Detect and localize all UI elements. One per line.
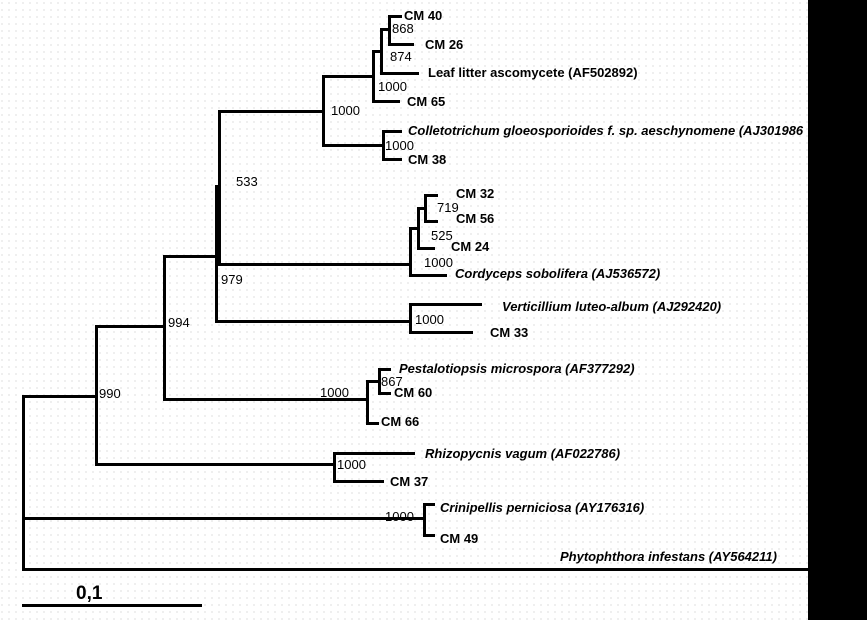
taxon-label-cm26: CM 26 xyxy=(425,37,464,52)
branch-stem-1000g xyxy=(95,463,336,466)
branch-tip-verticillium xyxy=(409,303,482,306)
branch-stem-525 xyxy=(409,227,420,230)
taxon-label-cm66: CM 66 xyxy=(381,414,420,429)
branch-tip-cm38 xyxy=(382,158,402,161)
branch-tip-crinipellis xyxy=(423,503,435,506)
branch-stem-868 xyxy=(380,28,391,31)
branch-stem-994 xyxy=(95,325,166,328)
bootstrap-value-874: 874 xyxy=(390,49,412,64)
branch-tip-cm26 xyxy=(388,43,414,46)
bootstrap-value-1000e: 1000 xyxy=(415,312,444,327)
bootstrap-value-1000h: 1000 xyxy=(385,509,414,524)
scale-bar-line xyxy=(22,604,202,607)
branch-node-1000g xyxy=(333,452,336,480)
bootstrap-value-1000f: 1000 xyxy=(320,385,349,400)
right-occlusion-bar xyxy=(808,0,867,620)
bootstrap-value-1000d: 1000 xyxy=(424,255,453,270)
branch-tip-cm33 xyxy=(409,331,473,334)
taxon-label-cm49: CM 49 xyxy=(440,531,479,546)
branch-stem-990 xyxy=(22,395,98,398)
branch-tip-cm56 xyxy=(424,220,438,223)
taxon-label-cm33: CM 33 xyxy=(490,325,529,340)
branch-node-1000d xyxy=(409,227,412,274)
bootstrap-value-868: 868 xyxy=(392,21,414,36)
branch-node-1000c xyxy=(322,75,325,144)
bootstrap-value-979: 979 xyxy=(221,272,243,287)
taxon-label-cm56: CM 56 xyxy=(456,211,495,226)
bootstrap-value-719: 719 xyxy=(437,200,459,215)
branch-root-spine xyxy=(22,395,25,571)
bootstrap-value-1000g: 1000 xyxy=(337,457,366,472)
bootstrap-value-867: 867 xyxy=(381,374,403,389)
branch-stem-867 xyxy=(366,380,381,383)
taxon-label-cm65: CM 65 xyxy=(407,94,446,109)
bootstrap-value-525: 525 xyxy=(431,228,453,243)
branch-stem-1000e xyxy=(215,320,412,323)
branch-tip-leaf-litter xyxy=(380,72,419,75)
branch-tip-rhizopycnis xyxy=(333,452,415,455)
taxon-label-crinipellis-perniciosa: Crinipellis perniciosa (AY176316) xyxy=(440,500,645,515)
taxon-label-cm32: CM 32 xyxy=(456,186,495,201)
branch-stem-1000b xyxy=(322,144,384,147)
taxon-label-cm38: CM 38 xyxy=(408,152,447,167)
taxon-label-cm40: CM 40 xyxy=(404,8,443,23)
branch-stem-719 xyxy=(417,207,427,210)
branch-tip-pestalotiopsis xyxy=(378,368,391,371)
taxon-label-cm37: CM 37 xyxy=(390,474,429,489)
branch-tip-cm40 xyxy=(388,15,402,18)
taxon-label-rhizopycnis-vagum: Rhizopycnis vagum (AF022786) xyxy=(425,446,621,461)
branch-node-979 xyxy=(215,185,218,322)
branch-stem-1000f xyxy=(163,398,369,401)
branch-node-1000f xyxy=(366,380,369,422)
branch-stem-874 xyxy=(372,50,383,53)
branch-stem-1000d xyxy=(218,263,411,266)
branch-tip-cm24 xyxy=(417,247,435,250)
taxon-label-cm60: CM 60 xyxy=(394,385,433,400)
bootstrap-value-994: 994 xyxy=(168,315,190,330)
branch-node-1000e xyxy=(409,303,412,331)
taxon-label-cordyceps-sobolifera: Cordyceps sobolifera (AJ536572) xyxy=(455,266,661,281)
branch-stem-1000c xyxy=(218,110,324,113)
branch-node-994 xyxy=(163,255,166,401)
branch-stem-979 xyxy=(163,255,218,258)
branch-stem-533 xyxy=(215,185,221,188)
branch-stem-1000h xyxy=(22,517,426,520)
taxon-label-phytophthora-infestans: Phytophthora infestans (AY564211) xyxy=(560,549,777,564)
branch-tip-cm49 xyxy=(423,534,435,537)
taxon-label-colletotrichum-gloeosporioides: Colletotrichum gloeosporioides f. sp. ae… xyxy=(408,123,804,138)
bootstrap-value-1000c: 1000 xyxy=(331,103,360,118)
branch-tip-phytophthora xyxy=(22,568,808,571)
branch-tip-cm37 xyxy=(333,480,384,483)
bootstrap-value-1000a: 1000 xyxy=(378,79,407,94)
bootstrap-value-533: 533 xyxy=(236,174,258,189)
taxon-label-leaf-litter-ascomycete: Leaf litter ascomycete (AF502892) xyxy=(428,65,638,80)
taxon-label-pestalotiopsis-microspora: Pestalotiopsis microspora (AF377292) xyxy=(399,361,635,376)
bootstrap-value-1000b: 1000 xyxy=(385,138,414,153)
taxon-label-cm24: CM 24 xyxy=(451,239,490,254)
bootstrap-value-990: 990 xyxy=(99,386,121,401)
scale-bar-label: 0,1 xyxy=(76,583,103,604)
branch-tip-cordyceps xyxy=(409,274,447,277)
taxon-label-verticillium-luteo-album: Verticillium luteo-album (AJ292420) xyxy=(502,299,722,314)
branch-tip-cm66 xyxy=(366,422,379,425)
branch-tip-cm65 xyxy=(372,100,400,103)
branch-tip-colletotrichum xyxy=(382,130,402,133)
branch-tip-cm60 xyxy=(378,392,391,395)
branch-stem-1000a xyxy=(322,75,374,78)
branch-tip-cm32 xyxy=(424,194,438,197)
